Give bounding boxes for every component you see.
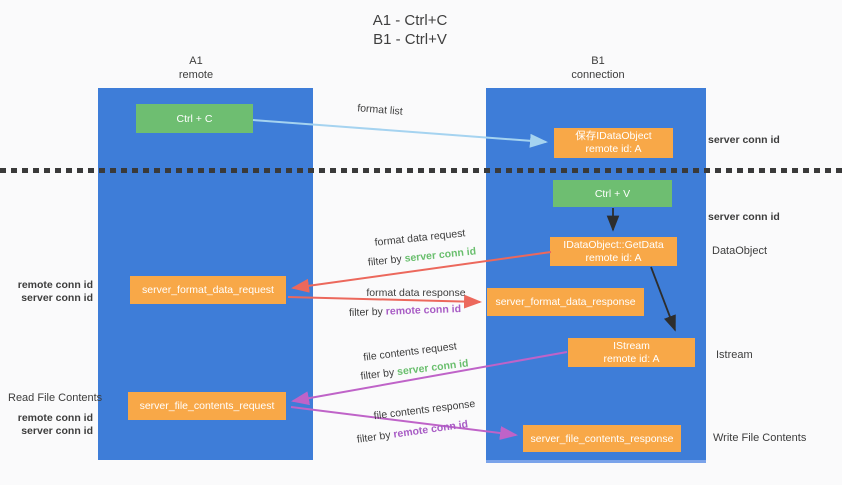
lane-header-b1: B1 connection bbox=[548, 54, 648, 82]
filter-by-text: filter by bbox=[367, 253, 403, 269]
node-format-response-label: server_format_data_response bbox=[495, 296, 636, 308]
format-data-response-text: format data response bbox=[366, 287, 466, 299]
node-ctrl-c: Ctrl + C bbox=[136, 104, 253, 133]
node-istream: IStream remote id: A bbox=[568, 338, 695, 367]
node-save-idataobject: 保存IDataObject remote id: A bbox=[554, 128, 673, 158]
diagram-title: A1 - Ctrl+C B1 - Ctrl+V bbox=[310, 11, 510, 49]
label-read-file-contents: Read File Contents bbox=[8, 392, 103, 404]
lane-b1-subtitle: connection bbox=[571, 69, 625, 81]
label-istream: Istream bbox=[716, 349, 753, 361]
remote-conn-id-text: remote conn id bbox=[392, 418, 469, 441]
node-ctrl-v: Ctrl + V bbox=[553, 180, 672, 207]
node-format-request-label: server_format_data_request bbox=[142, 284, 274, 296]
label-server-conn-id-left-bottom: server conn id bbox=[21, 425, 93, 437]
node-save-idataobject-line1: 保存IDataObject bbox=[575, 130, 652, 142]
label-remote-conn-id-left-top: remote conn id bbox=[17, 279, 93, 291]
lane-b1-title: B1 bbox=[591, 55, 605, 67]
label-write-file-contents: Write File Contents bbox=[713, 432, 807, 444]
lane-a1-title: A1 bbox=[189, 55, 203, 67]
label-remote-conn-id-left-bottom: remote conn id bbox=[17, 412, 93, 424]
node-server-file-contents-response: server_file_contents_response bbox=[523, 425, 681, 452]
node-istream-line1: IStream bbox=[613, 339, 650, 352]
remote-conn-id-text: remote conn id bbox=[385, 303, 462, 318]
node-file-request-label: server_file_contents_request bbox=[139, 400, 275, 412]
title-line-b1: B1 - Ctrl+V bbox=[373, 31, 447, 48]
node-ctrl-v-label: Ctrl + V bbox=[594, 187, 631, 200]
node-getdata-line2: remote id: A bbox=[585, 251, 642, 264]
node-idataobject-getdata: IDataObject::GetData remote id: A bbox=[550, 237, 677, 266]
label-format-list: format list bbox=[340, 101, 421, 119]
server-conn-id-text: server conn id bbox=[403, 245, 477, 265]
lane-a1-subtitle: remote bbox=[178, 69, 214, 81]
node-server-file-contents-request: server_file_contents_request bbox=[128, 392, 286, 420]
node-istream-line2: remote id: A bbox=[603, 352, 660, 365]
dotted-divider-line bbox=[0, 168, 842, 173]
label-dataobject: DataObject bbox=[712, 245, 768, 257]
filter-by-text: filter by bbox=[359, 366, 395, 383]
node-server-format-data-response: server_format_data_response bbox=[487, 288, 644, 316]
node-save-idataobject-line2: remote id: A bbox=[585, 143, 642, 155]
filter-by-text: filter by bbox=[348, 305, 384, 319]
format-list-text: format list bbox=[356, 102, 404, 118]
filter-by-text: filter by bbox=[356, 429, 392, 446]
node-server-format-data-request: server_format_data_request bbox=[130, 276, 286, 304]
node-getdata-line1: IDataObject::GetData bbox=[563, 238, 664, 251]
node-ctrl-c-label: Ctrl + C bbox=[176, 112, 213, 125]
title-line-a1: A1 - Ctrl+C bbox=[372, 12, 448, 29]
label-server-conn-id-right-mid: server conn id bbox=[708, 211, 780, 223]
label-server-conn-id-left-top: server conn id bbox=[21, 292, 93, 304]
node-file-response-label: server_file_contents_response bbox=[530, 432, 674, 445]
format-data-request-text: format data request bbox=[374, 227, 466, 249]
label-format-data-response: format data response bbox=[356, 287, 476, 299]
label-server-conn-id-right-top: server conn id bbox=[708, 134, 780, 146]
server-conn-id-text: server conn id bbox=[396, 357, 470, 379]
lane-b1-bottom-highlight bbox=[486, 460, 706, 463]
lane-header-a1: A1 remote bbox=[146, 54, 246, 82]
